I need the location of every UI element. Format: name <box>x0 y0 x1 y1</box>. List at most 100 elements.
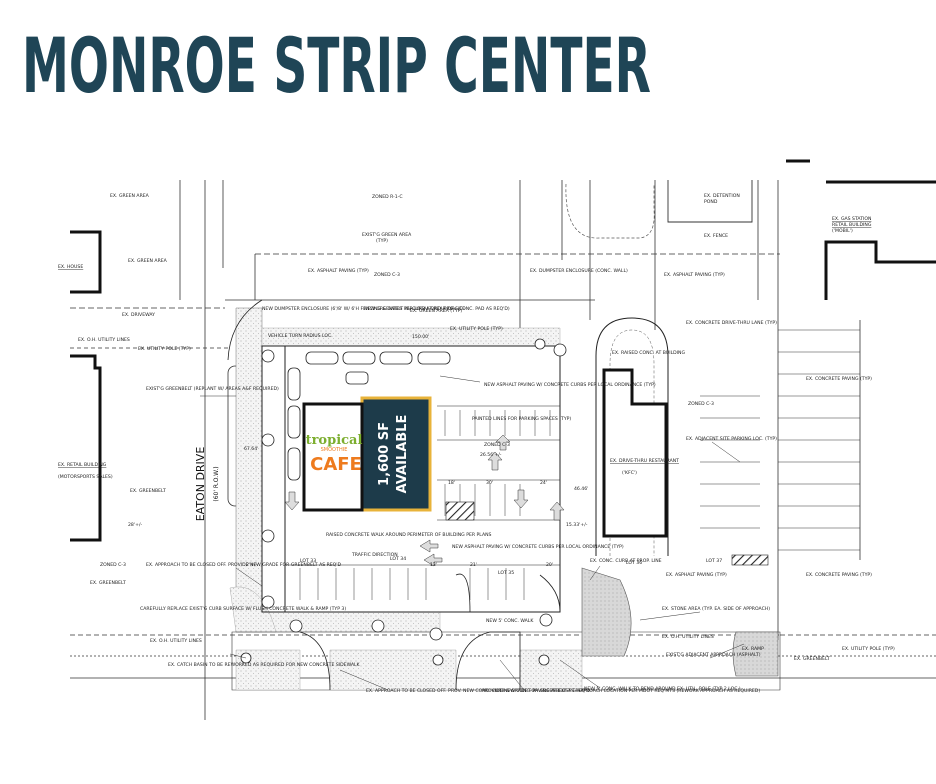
svg-text:EX. UTILITY POLE (TYP): EX. UTILITY POLE (TYP) <box>138 346 191 352</box>
site-plan: 1,600 SF AVAILABLE tropical SMOOTHIE CAF… <box>58 159 936 720</box>
svg-text:CAREFULLY REPLACE EXIST'G CURB: CAREFULLY REPLACE EXIST'G CURB SURFACE W… <box>140 606 346 612</box>
lot-lines <box>70 180 936 720</box>
svg-text:LOT 34: LOT 34 <box>390 556 406 562</box>
svg-text:NEW 5' CONC. WALK TO BEND AROU: NEW 5' CONC. WALK TO BEND AROUND EX. UTI… <box>584 686 741 692</box>
svg-text:ZONED C-3: ZONED C-3 <box>100 562 126 568</box>
svg-text:EX. STONE AREA (TYP. EA. SIDE: EX. STONE AREA (TYP. EA. SIDE OF APPROAC… <box>662 606 770 612</box>
svg-text:RETAIL BUILDING: RETAIL BUILDING <box>832 222 872 228</box>
svg-text:('KFC'): ('KFC') <box>622 470 637 476</box>
svg-text:NEW ASPHALT PAVING W/ CONCRETE: NEW ASPHALT PAVING W/ CONCRETE CURBS PER… <box>452 544 624 550</box>
handicap-stall-2 <box>731 554 769 566</box>
svg-text:NEW ASPHALT PAVING W/ CONCRETE: NEW ASPHALT PAVING W/ CONCRETE CURBS PER… <box>484 382 656 388</box>
svg-text:21': 21' <box>470 562 477 568</box>
svg-text:LOT 36: LOT 36 <box>626 560 642 566</box>
available-area: 1,600 SF <box>377 422 392 486</box>
svg-text:EX. GREENBELT: EX. GREENBELT <box>90 580 126 586</box>
svg-text:ZONED C-3: ZONED C-3 <box>374 272 400 278</box>
svg-text:VEHICLE TURN RADIUS LOC.: VEHICLE TURN RADIUS LOC. <box>268 333 333 339</box>
svg-text:EX. DRIVE-THRU RESTAURANT: EX. DRIVE-THRU RESTAURANT <box>610 458 679 464</box>
svg-text:EX. GREENBELT: EX. GREENBELT <box>794 656 830 662</box>
tenant-name-line3: CAFE <box>310 454 362 475</box>
svg-text:NEW 5' CONC. WALK: NEW 5' CONC. WALK <box>486 618 534 624</box>
svg-text:EX. ASPHALT PAVING (TYP): EX. ASPHALT PAVING (TYP) <box>308 268 369 274</box>
svg-text:EX. GREENBELT: EX. GREENBELT <box>130 488 166 494</box>
svg-text:EXIST'G GREEN AREA: EXIST'G GREEN AREA <box>362 232 412 238</box>
svg-text:150.00': 150.00' <box>412 334 429 340</box>
green-area-top <box>565 183 655 239</box>
svg-text:20': 20' <box>546 562 553 568</box>
stone-area <box>581 567 632 657</box>
svg-text:EXIST'G GREENBELT (REPLANT W/: EXIST'G GREENBELT (REPLANT W/ AREAS A&F … <box>146 386 279 392</box>
svg-text:(MOTORSPORTS SALES): (MOTORSPORTS SALES) <box>58 474 113 480</box>
svg-text:EX. RAMP: EX. RAMP <box>742 646 764 652</box>
svg-text:NEW DUMPSTER ENCLOSURE (6'/8': NEW DUMPSTER ENCLOSURE (6'/8' W/ 6'H FEN… <box>262 306 510 312</box>
detention-pond <box>667 180 753 223</box>
svg-text:18': 18' <box>448 480 455 486</box>
svg-text:EX. DRIVEWAY: EX. DRIVEWAY <box>122 312 155 318</box>
svg-text:15.33'+/-: 15.33'+/- <box>566 522 588 528</box>
tenant-name-line2: SMOOTHIE <box>321 447 348 453</box>
svg-text:ZONED C-3: ZONED C-3 <box>688 401 714 407</box>
svg-text:EX. ASPHALT PAVING (TYP): EX. ASPHALT PAVING (TYP) <box>666 572 727 578</box>
svg-text:EX. DETENTION: EX. DETENTION <box>704 193 740 199</box>
svg-text:PAINTED LINES FOR PARKING SPAC: PAINTED LINES FOR PARKING SPACES (TYP) <box>472 416 571 422</box>
svg-text:(TYP): (TYP) <box>376 238 388 244</box>
svg-text:EX. HOUSE: EX. HOUSE <box>58 264 83 270</box>
drive-thru-lane <box>595 317 669 556</box>
svg-text:EXIST'G ADJACENT APPROACH (ASP: EXIST'G ADJACENT APPROACH (ASPHALT) <box>666 652 761 658</box>
svg-text:LOT 33: LOT 33 <box>300 558 316 564</box>
trees <box>240 338 567 666</box>
ex-house-outline <box>70 230 102 294</box>
kfc-building <box>602 368 668 538</box>
site-parking <box>261 345 561 613</box>
svg-text:EX. UTILITY POLE (TYP): EX. UTILITY POLE (TYP) <box>450 326 503 332</box>
svg-text:POND: POND <box>704 199 718 205</box>
parked-cars <box>287 351 451 481</box>
svg-text:30': 30' <box>486 480 493 486</box>
svg-text:LOT 37: LOT 37 <box>706 558 722 564</box>
ex-retail-building <box>70 354 102 542</box>
approach-left <box>299 631 331 691</box>
street-row: (60' R.O.W.) <box>213 466 220 501</box>
svg-text:EX. RAISED CONC. AT BUILDING: EX. RAISED CONC. AT BUILDING <box>612 350 685 356</box>
svg-text:67.64': 67.64' <box>244 446 258 452</box>
svg-text:EX. CONCRETE DRIVE-THRU LANE (: EX. CONCRETE DRIVE-THRU LANE (TYP) <box>686 320 777 326</box>
svg-text:EX. APPROACH TO BE CLOSED OFF.: EX. APPROACH TO BE CLOSED OFF. PROVIDE N… <box>146 562 342 568</box>
available-status: AVAILABLE <box>395 415 410 494</box>
svg-text:2'+/-: 2'+/- <box>246 562 258 568</box>
tenant-space[interactable] <box>302 402 364 512</box>
handicap-stall <box>445 501 475 521</box>
plan-labels: EX. GREEN AREA ZONED R-1-C EXIST'G GREEN… <box>58 193 895 694</box>
svg-text:RAISED CONCRETE WALK AROUND PE: RAISED CONCRETE WALK AROUND PERIMETER OF… <box>326 532 492 538</box>
svg-text:TRAFFIC DIRECTION: TRAFFIC DIRECTION <box>351 552 398 558</box>
approach-mid <box>455 631 521 691</box>
svg-text:EX. ASPHALT PAVING (TYP): EX. ASPHALT PAVING (TYP) <box>664 272 725 278</box>
svg-text:EX. APPROACH TO BE CLOSED OFF.: EX. APPROACH TO BE CLOSED OFF. PROV. NEW… <box>366 688 590 694</box>
svg-text:28'+/-: 28'+/- <box>128 522 143 528</box>
tenant-name-line1: tropical <box>306 433 363 448</box>
svg-text:EX. FENCE: EX. FENCE <box>704 233 728 239</box>
parking-stalls <box>299 410 551 600</box>
svg-text:EX. GREEN AREA (TYP): EX. GREEN AREA (TYP) <box>410 308 462 314</box>
svg-text:EX. GREEN AREA: EX. GREEN AREA <box>128 258 168 264</box>
svg-text:EX. CONC. CURB AT PROP. LINE: EX. CONC. CURB AT PROP. LINE <box>590 558 662 564</box>
leader-lines <box>200 375 745 691</box>
svg-text:26.56'+/-: 26.56'+/- <box>480 452 502 458</box>
available-space[interactable] <box>360 396 432 512</box>
svg-text:EX. GREEN AREA: EX. GREEN AREA <box>110 193 150 199</box>
svg-text:EX. CATCH BASIN TO BE REWORKED: EX. CATCH BASIN TO BE REWORKED AS REQUIR… <box>168 662 361 668</box>
svg-text:EX. GAS STATION: EX. GAS STATION <box>832 216 871 222</box>
street-name: EATON DRIVE <box>194 447 207 522</box>
svg-text:24': 24' <box>540 480 547 486</box>
gas-station-building <box>824 240 936 300</box>
svg-text:46.46': 46.46' <box>574 486 588 492</box>
svg-text:ZONED R-1-C: ZONED R-1-C <box>372 194 403 200</box>
svg-text:EX. O.H. UTILITY LINES: EX. O.H. UTILITY LINES <box>78 337 130 343</box>
svg-text:EX. RETAIL BUILDING: EX. RETAIL BUILDING <box>58 462 107 468</box>
page-title: MONROE STRIP CENTER <box>22 21 651 110</box>
right-parking <box>700 320 861 560</box>
svg-text:EX. ADJACENT SITE PARKING LOC.: EX. ADJACENT SITE PARKING LOC. (TYP) <box>686 436 777 442</box>
traffic-arrows <box>284 434 565 567</box>
svg-text:EX. DUMPSTER ENCLOSURE (CONC.: EX. DUMPSTER ENCLOSURE (CONC. WALL) <box>530 268 628 274</box>
svg-text:EX. CONCRETE PAVING (TYP): EX. CONCRETE PAVING (TYP) <box>806 572 872 578</box>
